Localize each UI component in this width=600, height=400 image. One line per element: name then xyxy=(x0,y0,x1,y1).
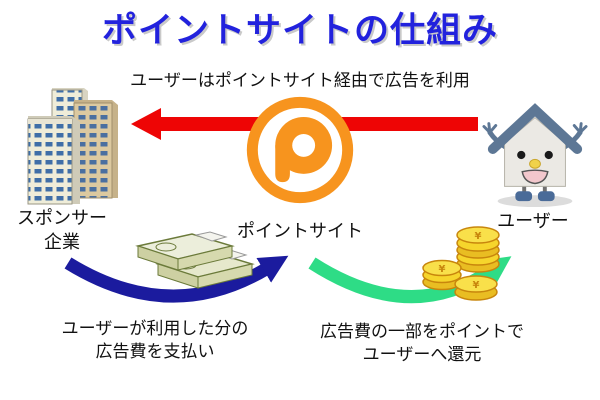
office-buildings-icon xyxy=(27,88,118,205)
house-character-icon xyxy=(482,103,588,208)
sponsor-label-line2: 企業 xyxy=(44,232,80,252)
sponsor-label-line1: スポンサー xyxy=(17,208,107,228)
svg-text:¥: ¥ xyxy=(439,264,446,275)
money-bundles-icon xyxy=(135,231,255,289)
pointsite-label: ポイントサイト xyxy=(237,221,363,241)
svg-text:¥: ¥ xyxy=(473,280,480,291)
page-title: ポイントサイトの仕組み xyxy=(101,11,498,50)
bottom-right-caption-line2: ユーザーへ還元 xyxy=(362,345,482,364)
bottom-left-caption-line2: 広告費を支払い xyxy=(95,342,215,361)
bottom-left-flow-caption: ユーザーが利用した分の 広告費を支払い xyxy=(35,317,275,363)
top-flow-caption: ユーザーはポイントサイト経由で広告を利用 xyxy=(130,71,470,90)
gold-coins-icon: ¥ ¥ ¥ xyxy=(422,226,500,301)
bottom-right-flow-caption: 広告費の一部をポイントで ユーザーへ還元 xyxy=(302,320,542,366)
sponsor-label: スポンサー 企業 xyxy=(2,206,122,254)
svg-text:¥: ¥ xyxy=(475,231,482,242)
point-logo-icon xyxy=(246,96,354,204)
bottom-left-caption-line1: ユーザーが利用した分の xyxy=(61,319,249,338)
user-label: ユーザー xyxy=(497,211,569,231)
bottom-right-caption-line1: 広告費の一部をポイントで xyxy=(320,322,524,341)
